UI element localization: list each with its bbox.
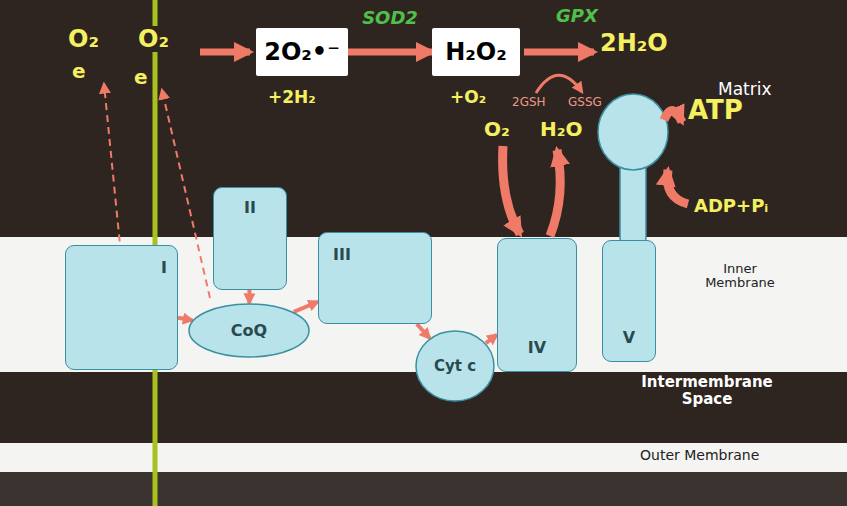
glutathione-arrow	[536, 75, 582, 93]
reaction-arrow	[524, 49, 594, 56]
flow-arrow	[178, 318, 192, 321]
enzyme-label: SOD2	[362, 8, 418, 28]
node-text: V	[623, 328, 635, 347]
atp-synthase-stalk	[620, 164, 646, 242]
oxygen-arrow	[503, 146, 520, 234]
text-label: H₂O	[540, 118, 583, 140]
text-label: e	[132, 66, 150, 88]
flow-arrow	[417, 324, 430, 338]
complex-box: II	[213, 187, 287, 290]
flow-arrow	[348, 49, 432, 56]
outer-membrane-band	[0, 443, 847, 472]
bottom-ground	[0, 472, 847, 506]
text-label: +2H₂	[268, 88, 316, 107]
node-text: 2O₂•⁻	[264, 38, 340, 66]
text-label: +O₂	[450, 88, 486, 107]
node-text: III	[333, 245, 351, 264]
text-label: 2GSH	[512, 96, 546, 109]
text-label: 2H₂O	[600, 30, 668, 56]
complex-box: III	[318, 232, 432, 324]
text-label: Intermembrane Space	[622, 374, 792, 407]
text-label: ADP+Pᵢ	[694, 196, 768, 216]
node-text: H₂O₂	[445, 38, 507, 66]
text-label: O₂	[68, 26, 99, 52]
text-label: O₂	[136, 26, 171, 52]
text-label: ATP	[688, 96, 743, 125]
coq-ellipse: CoQ	[188, 303, 310, 358]
ellipse-shape	[416, 331, 494, 401]
node-text: IV	[528, 338, 546, 357]
node-text: II	[244, 198, 256, 217]
flow-arrow	[486, 335, 497, 343]
complex-box: V	[602, 240, 656, 362]
adp-arrow	[667, 170, 688, 204]
flow-arrow	[294, 302, 318, 312]
text-label: O₂	[484, 118, 510, 140]
cytc-circle: Cyt c	[415, 330, 495, 402]
ellipse-shape	[189, 304, 309, 357]
text-label: e	[72, 60, 86, 82]
complex-box: IV	[497, 238, 577, 372]
flow-arrow	[247, 290, 251, 303]
text-label: GSSG	[568, 96, 602, 109]
node-text: CoQ	[231, 321, 267, 340]
node-text: I	[161, 258, 167, 277]
reaction-arrow	[200, 49, 250, 56]
text-label: Outer Membrane	[640, 448, 759, 463]
species-box: 2O₂•⁻	[256, 28, 348, 76]
text-label: Inner Membrane	[700, 262, 780, 291]
species-box: H₂O₂	[432, 28, 520, 76]
complex-box: I	[65, 245, 178, 370]
water-arrow	[550, 150, 560, 236]
atp-synthase-head	[598, 94, 668, 170]
text-label: GPX	[556, 6, 598, 26]
atp-arrow	[664, 110, 682, 122]
node-text: Cyt c	[434, 357, 476, 375]
